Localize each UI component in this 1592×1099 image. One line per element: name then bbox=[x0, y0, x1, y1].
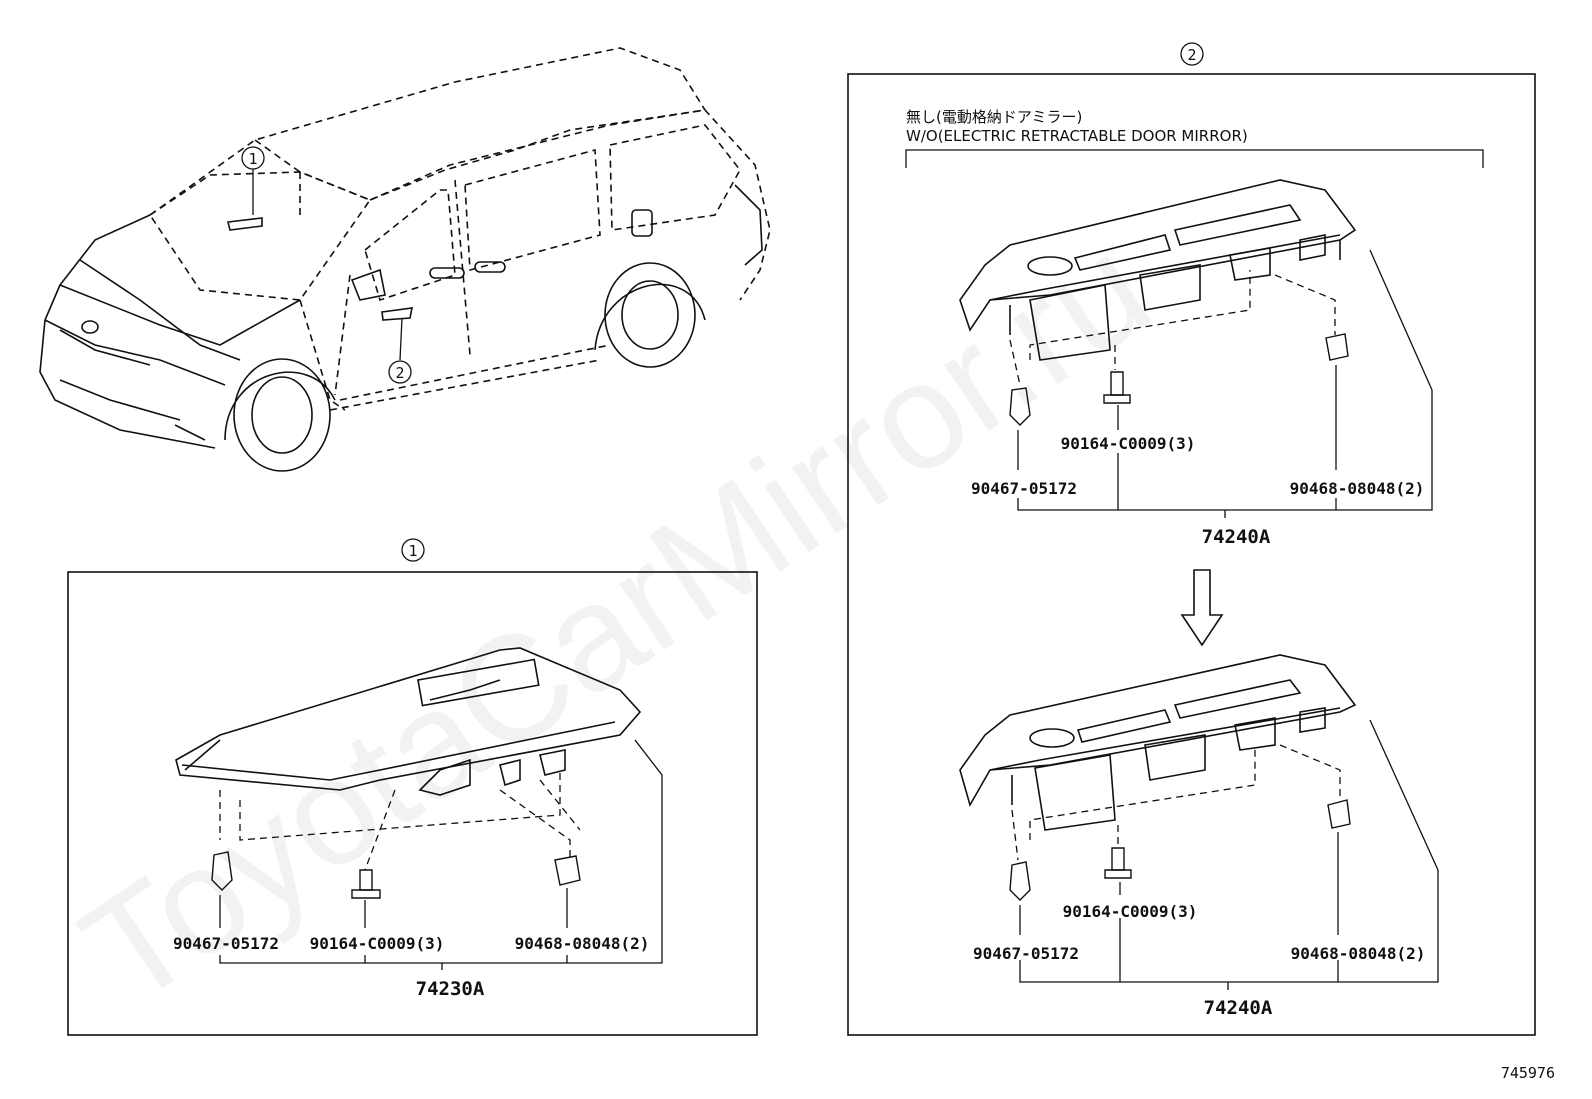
panel-2-bottom-assembly-74240a: 74240A bbox=[1204, 997, 1273, 1019]
panel-2-bottom-part-90467: 90467-05172 bbox=[973, 944, 1079, 963]
panel-2-top-fasteners bbox=[1009, 333, 1349, 426]
callout-2-vehicle-text: 2 bbox=[395, 364, 404, 382]
callout-1-vehicle-text: 1 bbox=[248, 150, 257, 168]
panel-2-bottom-fasteners bbox=[1009, 799, 1351, 901]
panel-2-top-part-90164: 90164-C0009(3) bbox=[1061, 434, 1196, 453]
panel-2-bottom-leaders bbox=[1019, 719, 1439, 990]
panel-2-bottom-part-90468: 90468-08048(2) bbox=[1291, 944, 1426, 963]
panel-1-part-90468: 90468-08048(2) bbox=[515, 934, 650, 953]
panel-1-fasteners bbox=[211, 851, 581, 899]
vehicle-illustration bbox=[39, 47, 771, 472]
callout-2-leader-vehicle bbox=[399, 317, 403, 361]
panel-1-frame bbox=[67, 571, 758, 1036]
panel-1-leaders bbox=[219, 739, 663, 970]
callout-1-vehicle bbox=[241, 146, 265, 170]
switch-base-74240a-top-illustration bbox=[959, 179, 1357, 361]
diagram-id: 745976 bbox=[1501, 1064, 1555, 1082]
panel-2-top-part-90467: 90467-05172 bbox=[971, 479, 1077, 498]
callout-2-vehicle bbox=[388, 360, 412, 384]
panel-1-callout bbox=[401, 538, 425, 562]
panel-2-callout bbox=[1180, 42, 1204, 66]
panel-2-top-leaders bbox=[1017, 249, 1433, 518]
panel-2-frame bbox=[847, 73, 1536, 1036]
switch-base-74230a-illustration bbox=[175, 647, 642, 796]
watermark: ToyotaCarMirror.ru bbox=[54, 203, 1178, 1037]
panel-2-note-english: W/O(ELECTRIC RETRACTABLE DOOR MIRROR) bbox=[906, 127, 1248, 145]
panel-2-bottom-dashed-guides bbox=[1011, 744, 1341, 861]
panel-2-note-bracket bbox=[905, 149, 1484, 168]
panel-2-top-dashed-guides bbox=[1009, 270, 1336, 386]
panel-1-callout-text: 1 bbox=[408, 542, 417, 560]
panel-2-top-part-90468: 90468-08048(2) bbox=[1290, 479, 1425, 498]
panel-2-callout-text: 2 bbox=[1187, 46, 1196, 64]
panel-1-part-90164: 90164-C0009(3) bbox=[310, 934, 445, 953]
panel-1-assembly-74230a: 74230A bbox=[416, 978, 485, 1000]
transition-arrow bbox=[1180, 569, 1224, 647]
panel-1-dashed-guides bbox=[219, 770, 581, 871]
panel-1-part-90467: 90467-05172 bbox=[173, 934, 279, 953]
panel-2-bottom-part-90164: 90164-C0009(3) bbox=[1063, 902, 1198, 921]
switch-base-74240a-bottom-illustration bbox=[959, 654, 1357, 831]
panel-2-note-japanese: 無し(電動格納ドアミラー) bbox=[906, 108, 1082, 126]
panel-2-top-assembly-74240a: 74240A bbox=[1202, 526, 1271, 548]
